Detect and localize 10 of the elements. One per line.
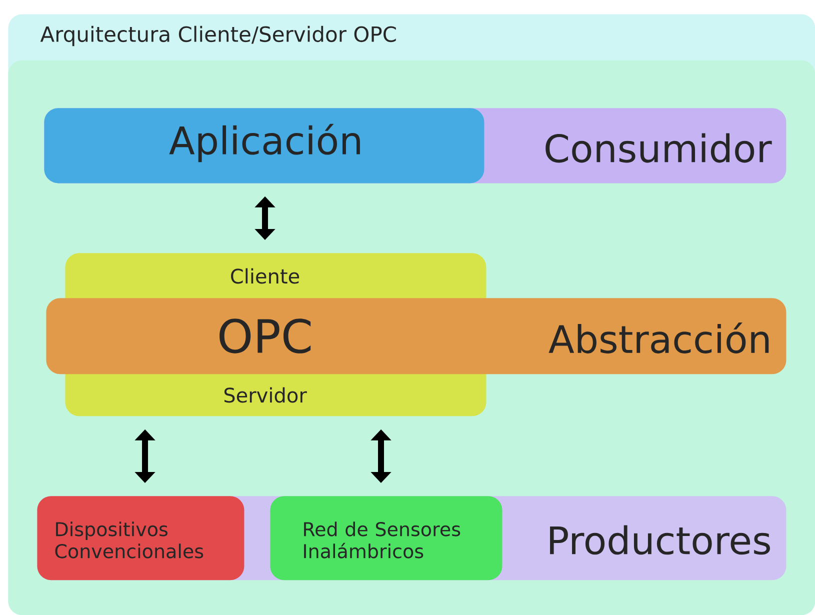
layer-label: Consumidor <box>546 133 772 163</box>
layer-label: Productores <box>550 525 770 555</box>
layer-label: Abstracción <box>548 322 769 354</box>
box-label: OPC <box>220 318 311 354</box>
box-label: Aplicación <box>169 124 360 162</box>
box-label: Red de Sensores Inalámbricos <box>304 522 460 558</box>
panel-title: Arquitectura Cliente/Servidor OPC <box>40 26 396 46</box>
box-label: Cliente <box>231 268 300 284</box>
box-label: Dispositivos Convencionales <box>55 522 204 558</box>
box-label: Servidor <box>224 387 307 403</box>
